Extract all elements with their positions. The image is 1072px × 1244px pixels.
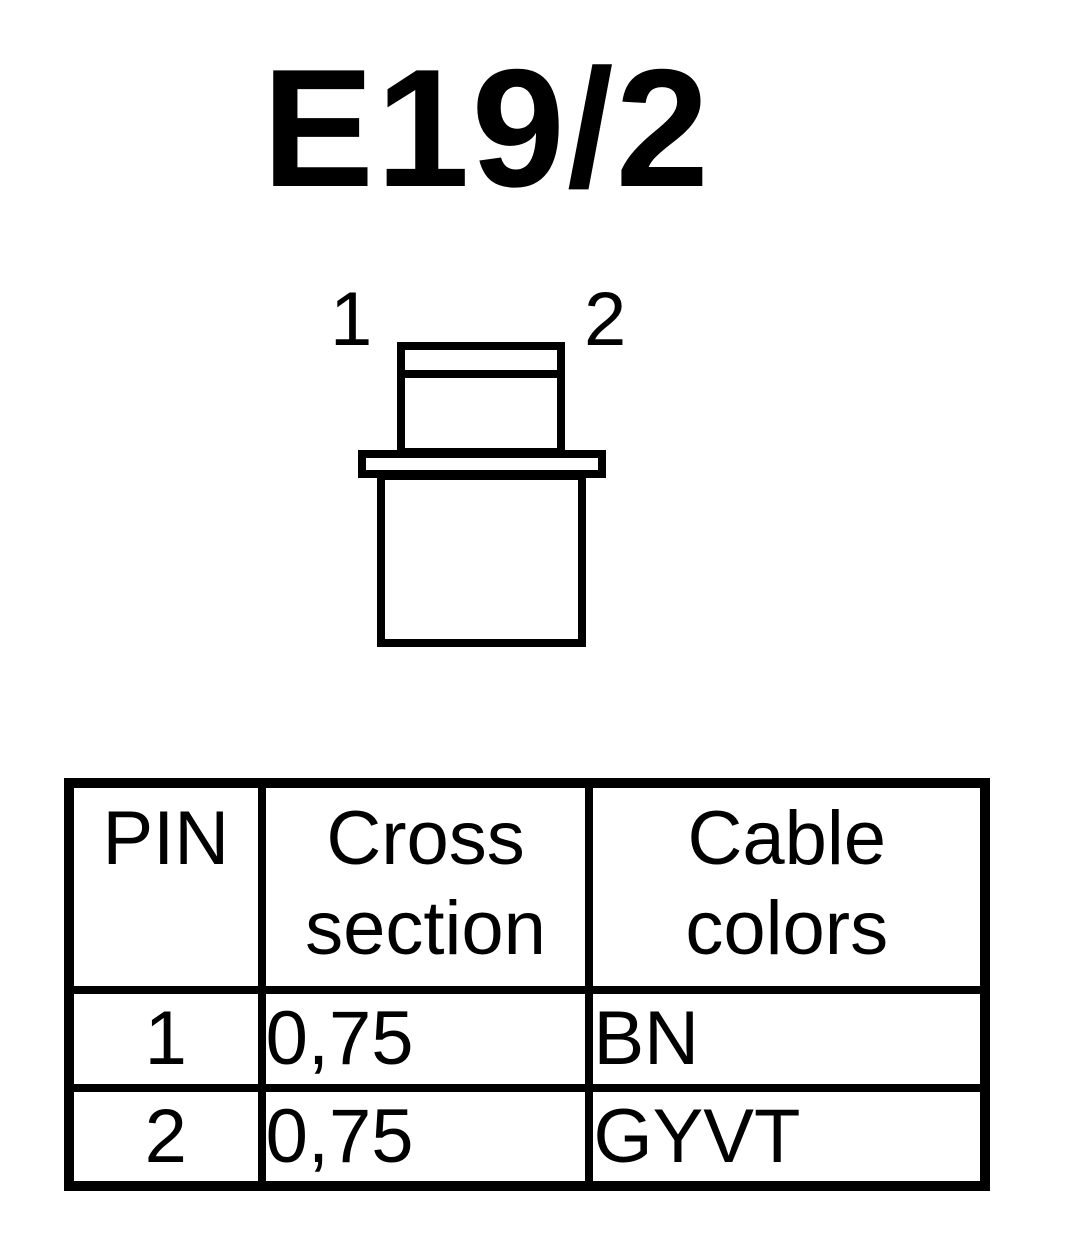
connector-drawing <box>358 342 606 647</box>
cell-cable-color: BN <box>585 986 989 1092</box>
table-header-row: PIN Cross section Cable colors <box>65 779 989 994</box>
connector-plug-top <box>397 342 565 456</box>
table-row: 1 0,75 BN <box>65 986 989 1092</box>
header-cross-section: Cross section <box>257 779 594 994</box>
connector-title: E19/2 <box>262 34 712 222</box>
header-cable-colors: Cable colors <box>585 779 989 994</box>
pin-table: PIN Cross section Cable colors 1 0,75 BN… <box>64 778 990 1192</box>
connector-housing <box>377 472 586 647</box>
cell-cable-color: GYVT <box>585 1083 989 1191</box>
pin-label-1: 1 <box>330 277 373 362</box>
cell-pin: 2 <box>65 1083 266 1191</box>
pin-label-2: 2 <box>584 277 627 362</box>
connector-flange <box>358 450 606 478</box>
cell-cross-section: 0,75 <box>257 1083 594 1191</box>
cell-cross-section: 0,75 <box>257 986 594 1092</box>
table-row: 2 0,75 GYVT <box>65 1083 989 1191</box>
header-pin: PIN <box>65 779 266 994</box>
cell-pin: 1 <box>65 986 266 1092</box>
